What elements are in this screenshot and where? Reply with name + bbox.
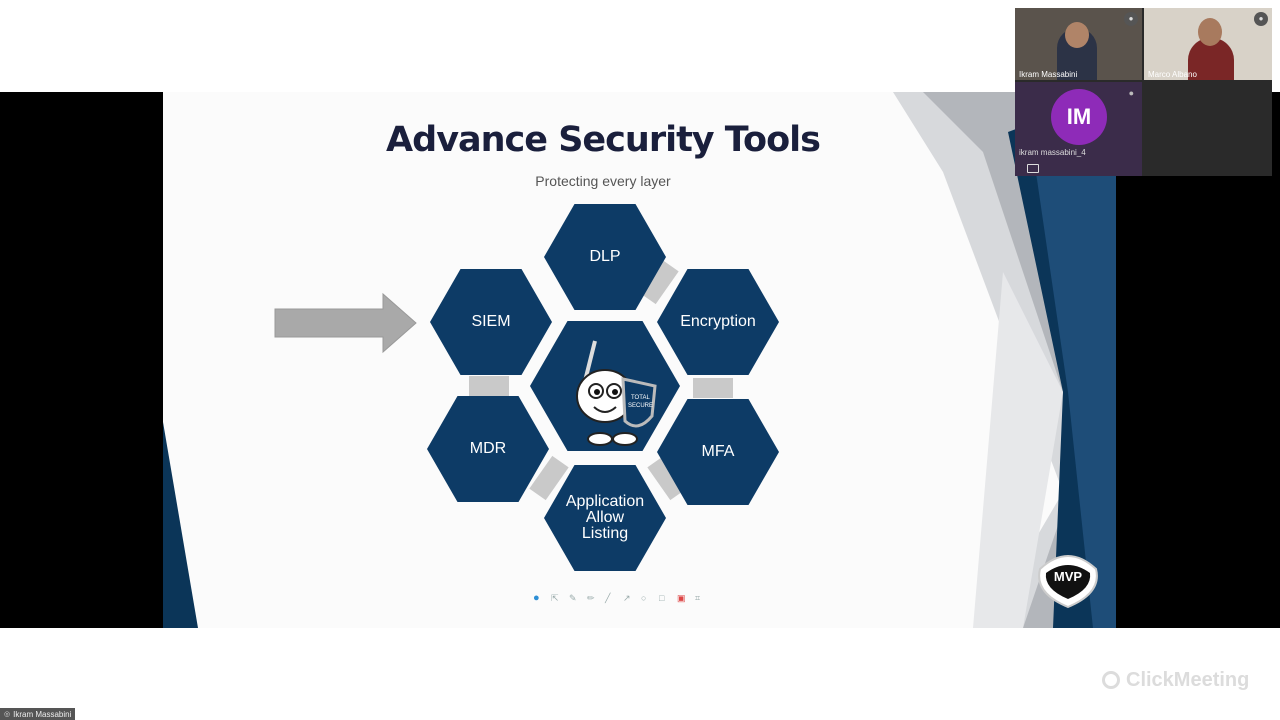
camera-icon[interactable]	[1027, 164, 1039, 173]
slide-title: Advance Security Tools	[386, 120, 821, 160]
participant-name: Ikram Massabini	[1019, 70, 1078, 79]
annotation-toolbar: ● ⇱ ✎ ✏ ╱ ↗ ○ □ ▣ ⌗	[529, 590, 719, 608]
slide-decoration	[163, 92, 1116, 628]
arrow-icon	[274, 292, 417, 354]
dot-tool-icon[interactable]: ●	[533, 592, 540, 604]
video-tile[interactable]: ● Ikram Massabini	[1015, 8, 1142, 80]
hex-label-line: Allow	[585, 509, 625, 526]
participant-name: ikram massabini_4	[1019, 148, 1086, 157]
badge-text-1: TOTAL	[631, 395, 650, 401]
clear-tool-icon[interactable]: ⌗	[695, 593, 701, 603]
hex-label: MFA	[701, 443, 735, 460]
avatar-initials: IM	[1066, 104, 1092, 129]
hex-label-line: Application	[565, 493, 645, 510]
hex-label: MDR	[469, 440, 507, 457]
speaker-indicator: ◎ Ikram Massabini	[0, 708, 76, 720]
brand-logo-icon	[1102, 671, 1120, 689]
trash-tool-icon[interactable]: ▣	[677, 593, 686, 603]
avatar: IM	[1051, 89, 1107, 145]
person-head	[1198, 18, 1222, 46]
mic-icon[interactable]: ●	[1254, 12, 1268, 26]
slide-subtitle: Protecting every layer	[535, 173, 671, 189]
pen-tool-icon[interactable]: ✎	[569, 593, 577, 603]
rectangle-tool-icon[interactable]: □	[659, 593, 665, 603]
slide: Advance Security Tools Protecting every …	[163, 92, 1116, 628]
participant-name: Marco Albano	[1148, 70, 1197, 79]
mvp-logo-icon	[1038, 555, 1098, 609]
mic-icon[interactable]: ●	[1128, 88, 1134, 98]
hex-label: DLP	[589, 248, 621, 265]
hex-label: SIEM	[471, 313, 511, 330]
badge-text-2: SECURE	[628, 403, 653, 409]
line-tool-icon[interactable]: ╱	[605, 593, 611, 603]
video-tile[interactable]: ● Marco Albano	[1144, 8, 1272, 80]
presentation-stage: Advance Security Tools Protecting every …	[0, 92, 1280, 628]
speaker-name: Ikram Massabini	[13, 709, 72, 719]
speaker-icon: ◎	[4, 711, 11, 718]
mascot-icon: TOTAL SECURE	[576, 340, 657, 446]
hex-label: Encryption	[680, 313, 756, 330]
mic-icon[interactable]: ●	[1124, 12, 1138, 26]
video-panel: ● Ikram Massabini ● Marco Albano IM ● ik…	[1015, 8, 1272, 176]
pointer-tool-icon[interactable]: ⇱	[551, 593, 559, 603]
brand-watermark: ClickMeeting	[1102, 668, 1249, 692]
mvp-logo-text: MVP	[1053, 569, 1083, 584]
arrow-tool-icon[interactable]: ↗	[623, 593, 631, 603]
hex-label-line: Listing	[581, 525, 629, 542]
video-tile[interactable]: IM ● ikram massabini_4	[1015, 82, 1142, 176]
hex-connector	[469, 376, 509, 396]
circle-tool-icon[interactable]: ○	[641, 593, 647, 603]
mvp-logo: MVP	[1036, 547, 1100, 609]
brand-name: ClickMeeting	[1126, 668, 1250, 691]
hex-connector	[693, 378, 733, 398]
person-head	[1065, 22, 1089, 48]
marker-tool-icon[interactable]: ✏	[587, 593, 595, 603]
